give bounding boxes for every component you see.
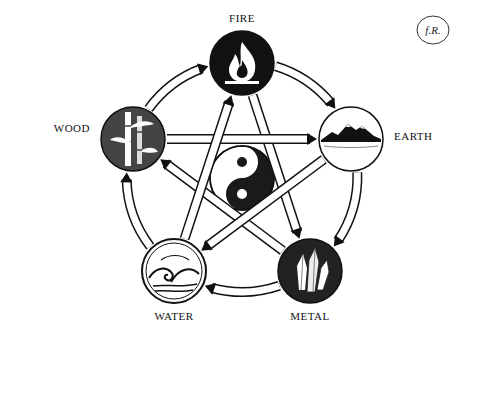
arrow-head	[325, 97, 336, 109]
arrow-head	[307, 133, 317, 145]
band-fill	[207, 159, 324, 246]
cycle-connector	[201, 159, 323, 250]
cycle-connector	[167, 133, 317, 145]
element-label: METAL	[290, 310, 330, 322]
element-circle: EARTH	[318, 106, 384, 172]
band-fill	[338, 172, 358, 240]
element-circle: FIRE	[209, 30, 275, 96]
band-outline	[211, 286, 279, 292]
arrow-head	[197, 63, 208, 74]
band-outline	[185, 102, 230, 239]
cycle-connector	[276, 66, 336, 109]
cycle-connector	[334, 172, 358, 246]
element-circle: WOOD	[100, 106, 166, 172]
element-icon	[318, 106, 384, 172]
cycle-connector	[149, 63, 209, 108]
arrow-head	[223, 95, 234, 106]
band-outline	[167, 134, 310, 144]
band-outline	[207, 159, 324, 246]
band-fill	[211, 286, 279, 292]
band-fill	[149, 68, 202, 108]
arrow-head	[201, 240, 213, 251]
cycle-connector	[120, 172, 150, 246]
cycle-connector	[205, 283, 279, 294]
stamp-circle	[417, 16, 449, 44]
band-fill	[276, 66, 331, 103]
band-outline	[338, 172, 358, 240]
arrow-head	[334, 235, 345, 247]
cycle-connector	[253, 95, 302, 238]
band-fill	[185, 102, 230, 239]
element-label: WOOD	[54, 122, 90, 134]
band-fill	[127, 179, 151, 246]
arrow-head	[291, 227, 302, 238]
element-icon	[277, 238, 343, 304]
element-label: EARTH	[394, 130, 433, 142]
arrow-head	[205, 283, 216, 294]
element-icon	[141, 238, 207, 304]
band-outline	[149, 68, 202, 108]
arrow-head	[160, 159, 172, 170]
element-circle: WATER	[141, 238, 207, 304]
element-label: FIRE	[229, 12, 255, 24]
element-icon	[209, 30, 275, 96]
band-outline	[127, 179, 151, 246]
stamp-mark: f.R.	[425, 24, 440, 36]
element-icon	[100, 106, 166, 172]
band-outline	[276, 66, 331, 103]
element-label: WATER	[154, 310, 193, 322]
arrow-head	[120, 172, 132, 182]
element-circle: METAL	[277, 238, 343, 304]
band-fill	[167, 136, 310, 143]
cycle-connector	[185, 95, 234, 238]
